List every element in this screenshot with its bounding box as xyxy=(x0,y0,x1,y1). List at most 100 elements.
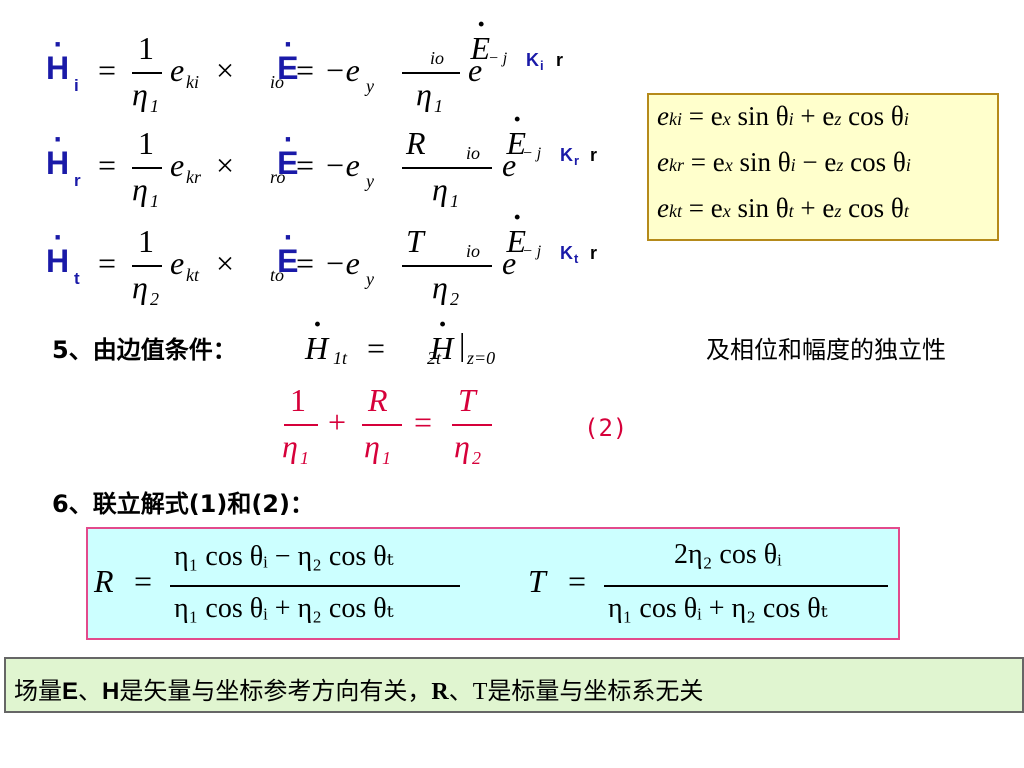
op: + e xyxy=(793,193,835,223)
e-vector-sub: io xyxy=(270,72,285,92)
r-vector: r xyxy=(556,50,564,70)
equals: = xyxy=(98,52,117,88)
rhs: = e xyxy=(690,147,725,177)
r-denominator: η₁ cos θᵢ + η₂ cos θₜ xyxy=(174,593,394,624)
neg-ey-sub: y xyxy=(366,171,374,191)
h1t-sub: 1t xyxy=(333,348,348,368)
e-k-sub: kt xyxy=(186,265,199,285)
frac2-num: R xyxy=(368,382,388,418)
equals: = xyxy=(134,563,153,599)
exp-j: − j xyxy=(522,243,542,260)
sin: sin θ xyxy=(730,101,789,131)
den-eta-sub: 2 xyxy=(450,289,459,309)
k-vector: K xyxy=(560,145,573,165)
h-sub: r xyxy=(74,171,81,190)
frac1-den: η xyxy=(282,428,298,464)
cos: cos θ xyxy=(841,193,904,223)
z-sub: z xyxy=(834,109,842,129)
eq-h-reflected: H r = 1 η 1 e kr × E ro = −e y R E io η … xyxy=(46,125,646,217)
e-vector: E xyxy=(277,243,298,280)
frac3-num: T xyxy=(458,382,476,418)
separator-1: 、 xyxy=(78,677,103,705)
den-eta: η xyxy=(432,171,448,207)
times: × xyxy=(216,147,235,183)
equation-2: 1 η 1 + R η 1 = T η 2 xyxy=(280,382,540,478)
neg-ey-sub: y xyxy=(366,76,374,96)
neg-ey-sub: y xyxy=(366,269,374,289)
num-t: T xyxy=(406,223,424,259)
x-sub: x xyxy=(722,109,731,129)
conclusion-text: 场量E、H是矢量与坐标参考方向有关，R、T是标量与坐标系无关 xyxy=(14,671,703,706)
frac-num: 1 xyxy=(138,223,154,259)
den-eta: η xyxy=(432,269,448,305)
den-sub: 2 xyxy=(150,289,159,309)
num-r: R xyxy=(406,125,426,161)
r-vector: r xyxy=(590,243,598,263)
k-vector: K xyxy=(526,50,539,70)
sin: sin θ xyxy=(732,147,791,177)
e-k: e xyxy=(170,245,185,281)
frac-den: η xyxy=(132,76,148,112)
num-e: E xyxy=(506,223,526,260)
conclusion-box: 场量E、H是矢量与坐标参考方向有关，R、T是标量与坐标系无关 xyxy=(4,657,1024,713)
frac-num: 1 xyxy=(138,30,154,66)
neg-ey: −e xyxy=(324,245,360,281)
lhs: e xyxy=(657,147,669,177)
r-vector: r xyxy=(590,145,598,165)
t-lhs: T xyxy=(528,563,546,599)
num-e-sub: io xyxy=(466,241,481,261)
wave-vector-ki: eki = ex sin θi + ez cos θi xyxy=(657,101,909,132)
h-sub: t xyxy=(74,269,80,288)
e-k: e xyxy=(170,147,185,183)
times: × xyxy=(216,52,235,88)
t-denominator: η₁ cos θᵢ + η₂ cos θₜ xyxy=(608,593,828,624)
separator-2: 、 xyxy=(448,677,473,705)
h-sub: i xyxy=(74,76,79,95)
theta2-sub: t xyxy=(903,201,909,221)
frac2-den: η xyxy=(364,428,380,464)
den-sub: 1 xyxy=(150,96,159,116)
equation-2-tag: (2) xyxy=(584,414,628,442)
solution-box: R = η₁ cos θᵢ − η₂ cos θₜ η₁ cos θᵢ + η₂… xyxy=(86,527,900,640)
frac2-den-sub: 1 xyxy=(382,448,391,468)
eval-bar-sub: z=0 xyxy=(467,348,496,368)
h-symbol: H xyxy=(46,145,69,182)
lhs-sub: kt xyxy=(668,201,682,221)
t-numerator: 2η₂ cos θᵢ xyxy=(674,539,782,570)
h2t: H xyxy=(430,330,453,367)
den-sub: 1 xyxy=(150,191,159,211)
theta-sub: t xyxy=(788,201,794,221)
frac-den: η xyxy=(132,171,148,207)
op: − e xyxy=(795,147,837,177)
lhs: e xyxy=(657,101,669,131)
wave-vector-kr: ekr = ex sin θi − ez cos θi xyxy=(657,147,911,178)
times: × xyxy=(216,245,235,281)
step6-label: 6、联立解式(1)和(2)： xyxy=(52,490,314,518)
eq-h-transmitted: H t = 1 η 2 e kt × E to = −e y T E io η … xyxy=(46,223,646,315)
theta2-sub: i xyxy=(905,155,911,175)
k-sub: i xyxy=(540,58,544,73)
exp-base: e xyxy=(468,52,483,88)
x-sub: x xyxy=(722,201,731,221)
r-coefficient: R = η₁ cos θᵢ − η₂ cos θₜ η₁ cos θᵢ + η₂… xyxy=(94,537,474,633)
lhs: e xyxy=(657,193,669,223)
x-sub: x xyxy=(724,155,733,175)
exp-base: e xyxy=(502,147,517,183)
eval-bar: | xyxy=(459,326,466,362)
num-e: E xyxy=(506,125,526,162)
step5-label: 5、由边值条件： xyxy=(52,336,237,364)
h-symbol: H xyxy=(46,243,69,280)
r-label: R xyxy=(431,679,449,705)
wave-vector-kt: ekt = ex sin θt + ez cos θt xyxy=(657,193,909,224)
e-vector: E xyxy=(277,50,298,87)
num-e-sub: io xyxy=(430,48,445,68)
k-vector: K xyxy=(560,243,573,263)
step5-right-text: 及相位和幅度的独立性 xyxy=(706,336,946,364)
k-sub: t xyxy=(574,251,579,266)
den-eta-sub: 1 xyxy=(450,191,459,211)
num-e: E xyxy=(470,30,490,67)
h1t: H xyxy=(305,330,328,367)
z-sub: z xyxy=(836,155,844,175)
exp-j: − j xyxy=(522,145,542,162)
k-sub: r xyxy=(574,153,580,168)
